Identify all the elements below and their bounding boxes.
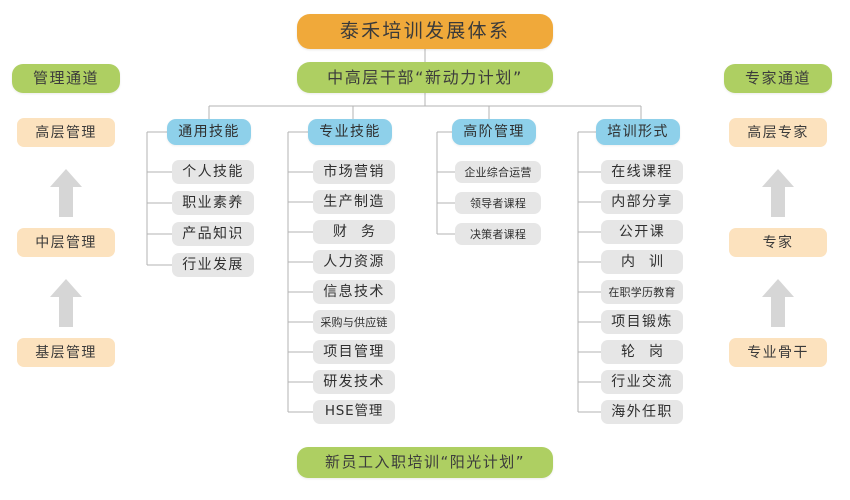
left-track-level-0: 高层管理	[17, 118, 115, 147]
column-3-item-4: 在职学历教育	[601, 280, 683, 304]
column-0-item-2: 产品知识	[172, 222, 254, 246]
column-3-item-5: 项目锻炼	[601, 310, 683, 334]
column-1-item-1: 生产制造	[313, 190, 395, 214]
column-0-item-1: 职业素养	[172, 191, 254, 215]
arrow-up-icon	[50, 169, 82, 217]
arrow-up-icon	[50, 279, 82, 327]
column-3-item-0: 在线课程	[601, 160, 683, 184]
left-track-level-1: 中层管理	[17, 228, 115, 257]
column-header-0: 通用技能	[167, 119, 251, 145]
column-0-item-3: 行业发展	[172, 253, 254, 277]
column-1-item-4: 信息技术	[313, 280, 395, 304]
column-3-item-2: 公开课	[601, 220, 683, 244]
diagram-footer-banner: 新员工入职培训“阳光计划”	[297, 447, 553, 478]
column-1-item-7: 研发技术	[313, 370, 395, 394]
column-0-item-0: 个人技能	[172, 160, 254, 184]
column-1-item-8: HSE管理	[313, 400, 395, 424]
column-header-3: 培训形式	[596, 119, 680, 145]
column-1-item-0: 市场营销	[313, 160, 395, 184]
column-3-item-8: 海外任职	[601, 400, 683, 424]
column-2-item-0: 企业综合运营	[455, 161, 541, 183]
column-3-item-7: 行业交流	[601, 370, 683, 394]
column-3-item-1: 内部分享	[601, 190, 683, 214]
right-track-header: 专家通道	[724, 64, 832, 93]
arrow-up-icon	[762, 279, 794, 327]
column-2-item-2: 决策者课程	[455, 223, 541, 245]
diagram-title: 泰禾培训发展体系	[297, 14, 553, 49]
column-2-item-1: 领导者课程	[455, 192, 541, 214]
column-header-1: 专业技能	[308, 119, 392, 145]
column-3-item-3: 内 训	[601, 250, 683, 274]
right-track-level-0: 高层专家	[729, 118, 827, 147]
column-1-item-3: 人力资源	[313, 250, 395, 274]
left-track-level-2: 基层管理	[17, 338, 115, 367]
diagram-subtitle-banner: 中高层干部“新动力计划”	[297, 62, 553, 93]
column-1-item-5: 采购与供应链	[313, 310, 395, 334]
right-track-level-2: 专业骨干	[729, 338, 827, 367]
right-track-level-1: 专家	[729, 228, 827, 257]
column-1-item-6: 项目管理	[313, 340, 395, 364]
column-3-item-6: 轮 岗	[601, 340, 683, 364]
column-header-2: 高阶管理	[452, 119, 536, 145]
left-track-header: 管理通道	[12, 64, 120, 93]
arrow-up-icon	[762, 169, 794, 217]
column-1-item-2: 财 务	[313, 220, 395, 244]
